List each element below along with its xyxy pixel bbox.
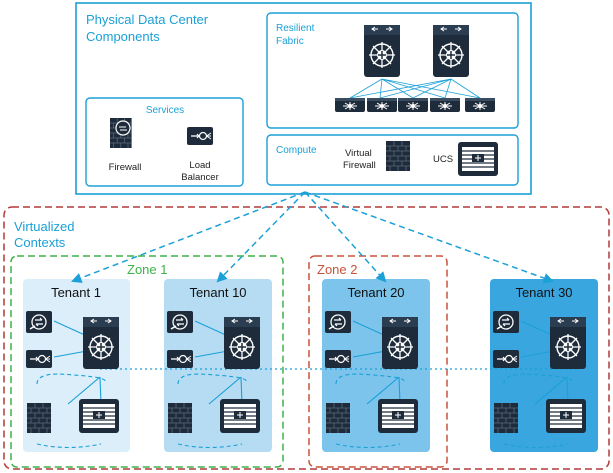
switch-icon <box>549 316 587 370</box>
fabric-label-2: Fabric <box>276 36 304 47</box>
virtual-firewall-label-2: Firewall <box>343 160 376 171</box>
firewall-icon <box>324 310 352 334</box>
virtual-firewall-icon <box>493 402 519 434</box>
switch-icon <box>82 316 120 370</box>
ucs-icon <box>78 398 120 434</box>
load-balancer-icon <box>186 126 214 146</box>
services-title: Services <box>146 105 184 116</box>
switch-icon <box>381 316 419 370</box>
load-balancer-icon <box>492 349 520 369</box>
virtualized-title-1: Virtualized <box>14 219 74 234</box>
tenant-30-devices <box>492 310 587 449</box>
tenant-1-devices <box>25 310 120 449</box>
firewall-icon <box>492 310 520 334</box>
tenant-30-label: Tenant 30 <box>515 285 572 300</box>
tenant-20-devices <box>324 310 419 449</box>
switch-icon <box>223 316 261 370</box>
virtualized-contexts-box <box>3 206 610 470</box>
firewall-label: Firewall <box>109 162 142 173</box>
spine-switch-icon <box>432 24 470 78</box>
load-balancer-icon <box>324 349 352 369</box>
virtual-firewall-icon <box>26 402 52 434</box>
zone-1-box <box>10 255 284 468</box>
leaf-switch-icon <box>397 97 429 113</box>
load-balancer-icon <box>166 349 194 369</box>
ucs-icon <box>457 141 499 177</box>
leaf-switch-icon <box>429 97 461 113</box>
zone-2-box <box>308 255 448 468</box>
ucs-icon <box>377 398 419 434</box>
leaf-switch-icon <box>366 97 398 113</box>
physical-dc-title-1: Physical Data Center <box>86 12 209 27</box>
tenant-10-label: Tenant 10 <box>189 285 246 300</box>
compute-title: Compute <box>276 145 317 156</box>
load-balancer-label-1: Load <box>189 160 210 171</box>
ucs-label: UCS <box>433 154 453 165</box>
load-balancer-icon <box>25 349 53 369</box>
virtualized-title-2: Contexts <box>14 235 66 250</box>
mapping-arrows <box>71 191 554 284</box>
fabric-mesh-links <box>349 78 481 99</box>
tenant-10-devices <box>166 310 261 449</box>
firewall-icon <box>25 310 53 334</box>
firewall-icon <box>109 117 133 149</box>
ucs-icon <box>219 398 261 434</box>
firewall-icon <box>166 310 194 334</box>
zone-2-label: Zone 2 <box>317 262 357 277</box>
tenant-1-label: Tenant 1 <box>51 285 101 300</box>
virtual-firewall-icon <box>325 402 351 434</box>
virtual-firewall-icon <box>385 140 411 172</box>
virtual-firewall-icon <box>167 402 193 434</box>
tenant-20-label: Tenant 20 <box>347 285 404 300</box>
ucs-icon <box>545 398 587 434</box>
fabric-label-1: Resilient <box>276 23 315 34</box>
virtual-firewall-label-1: Virtual <box>345 148 372 159</box>
spine-switch-icon <box>363 24 401 78</box>
leaf-switch-icon <box>464 97 496 113</box>
leaf-switch-icon <box>334 97 366 113</box>
zone-1-label: Zone 1 <box>127 262 167 277</box>
physical-dc-title-2: Components <box>86 29 160 44</box>
load-balancer-label-2: Balancer <box>181 172 219 183</box>
